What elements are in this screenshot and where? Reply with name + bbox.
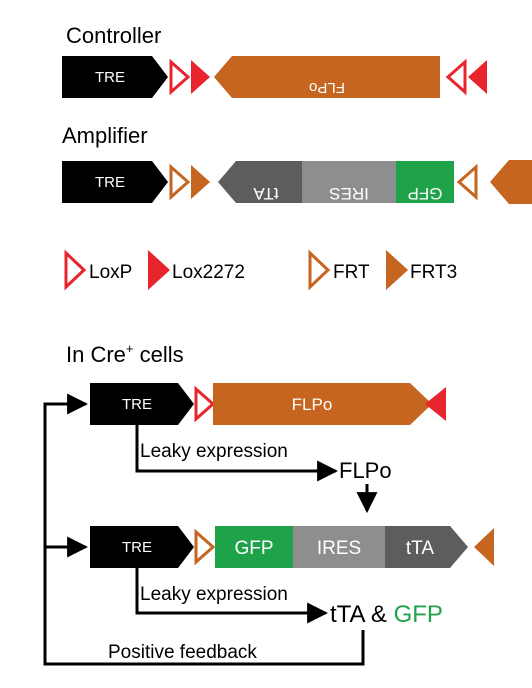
controller-loxp-site-inverted — [445, 58, 467, 96]
amplifier-title: Amplifier — [62, 123, 148, 148]
recombined-tta-label: tTA — [406, 538, 434, 559]
recombined-controller: TRE FLPo — [90, 383, 446, 425]
amplifier-frt-site — [169, 163, 191, 201]
recombined-gfp-block — [215, 526, 293, 568]
legend-frt-label: FRT — [333, 262, 370, 283]
recombined-flpo-block — [213, 383, 432, 425]
controller-lox2272-site-inverted — [468, 60, 487, 94]
leaky-expression-label-2: Leaky expression — [140, 584, 288, 605]
controller-tre-label: TRE — [95, 69, 125, 86]
amplifier-frt3-site-inverted — [490, 160, 532, 204]
amplifier-tta-label-inverted: tTA — [253, 184, 279, 203]
leaky-expression-label-1: Leaky expression — [140, 441, 288, 462]
legend-loxp-symbol — [64, 249, 87, 291]
recombined-controller-tre-block — [90, 383, 194, 425]
recombined-ires-label: IRES — [317, 538, 361, 559]
legend-frt3-label: FRT3 — [410, 262, 457, 283]
amplifier-frt-site-inverted — [456, 163, 478, 201]
cre-cells-title: In Cre+ cells — [66, 341, 184, 367]
recombined-amplifier-frt-site — [194, 528, 216, 566]
amplifier-ires-label-inverted: IRES — [329, 184, 369, 203]
controller-title: Controller — [66, 23, 161, 48]
recombined-amplifier-tre-label: TRE — [122, 539, 152, 556]
recombined-amplifier-tre-block — [90, 526, 194, 568]
controller-flpo-block — [214, 56, 440, 98]
amplifier-gfp-block-inverted — [396, 161, 454, 203]
positive-feedback-label: Positive feedback — [108, 642, 257, 663]
amplifier-tre-block — [62, 161, 168, 203]
recombined-amplifier: TRE GFP IRES tTA — [90, 526, 494, 568]
recombined-flpo-label: FLPo — [292, 395, 333, 414]
amplifier-tta-block-inverted — [218, 161, 302, 203]
legend-lox2272-symbol — [148, 250, 170, 290]
controller-flpo-label: FLPo — [309, 79, 345, 96]
recombined-ires-block — [293, 526, 385, 568]
legend-frt3-symbol — [386, 250, 408, 290]
controller-lox2272-site — [191, 60, 210, 94]
legend-loxp-label: LoxP — [89, 262, 132, 283]
legend-frt-symbol — [308, 249, 331, 291]
legend: LoxP Lox2272 FRT FRT3 — [64, 249, 457, 291]
tta-gfp-product-label: tTA & GFP — [330, 601, 443, 628]
leaky-expression-arrow-2 — [135, 568, 329, 624]
amplifier-construct: TRE tTA IRES GFP — [62, 160, 532, 204]
legend-lox2272-label: Lox2272 — [172, 262, 245, 283]
controller-tre-block — [62, 56, 168, 98]
amplifier-frt3-site — [191, 165, 210, 199]
controller-loxp-site — [169, 58, 191, 96]
recombined-tta-block — [385, 526, 468, 568]
controller-construct: TRE FLPo — [62, 56, 487, 98]
amplifier-ires-block-inverted — [302, 161, 396, 203]
amplifier-tre-label: TRE — [95, 174, 125, 191]
flpo-product-label: FLPo — [339, 458, 392, 483]
recombined-controller-tre-label: TRE — [122, 396, 152, 413]
recombined-gfp-label: GFP — [234, 538, 273, 559]
amplifier-gfp-label-inverted: GFP — [408, 184, 443, 203]
recombined-controller-lox2272-site — [425, 387, 446, 421]
positive-feedback-loop-arrow — [43, 393, 365, 666]
recombined-controller-loxp-site — [194, 385, 216, 423]
recombined-amplifier-frt3-site — [474, 528, 494, 566]
leaky-expression-arrow-1 — [135, 425, 339, 482]
